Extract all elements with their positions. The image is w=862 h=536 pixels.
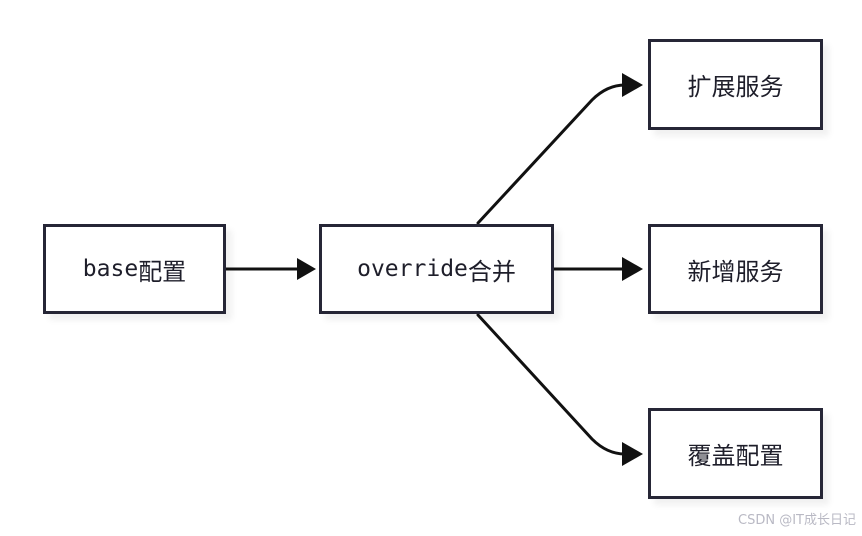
node-extend-service: 扩展服务 [648, 39, 823, 130]
arrowhead-override-to-extend [622, 73, 643, 97]
node-add-service: 新增服务 [648, 224, 823, 314]
arrowhead-override-to-cover [622, 442, 643, 466]
node-cover-config-label: 覆盖配置 [687, 442, 784, 470]
node-cover-config: 覆盖配置 [648, 408, 823, 499]
node-base-config-cjk: 配置 [138, 257, 187, 286]
node-add-service-label: 新增服务 [687, 257, 784, 286]
node-override-merge-latin: override [357, 256, 468, 282]
arrowhead-base-to-override [297, 258, 316, 280]
edge-override-to-extend [476, 83, 627, 225]
node-override-merge-cjk: 合并 [467, 257, 516, 286]
edge-override-to-cover [476, 313, 627, 456]
arrowhead-override-to-add [622, 257, 643, 281]
watermark: CSDN @IT成长日记 [738, 513, 856, 528]
node-base-config-latin: base [82, 256, 139, 282]
node-extend-service-label: 扩展服务 [687, 73, 784, 101]
